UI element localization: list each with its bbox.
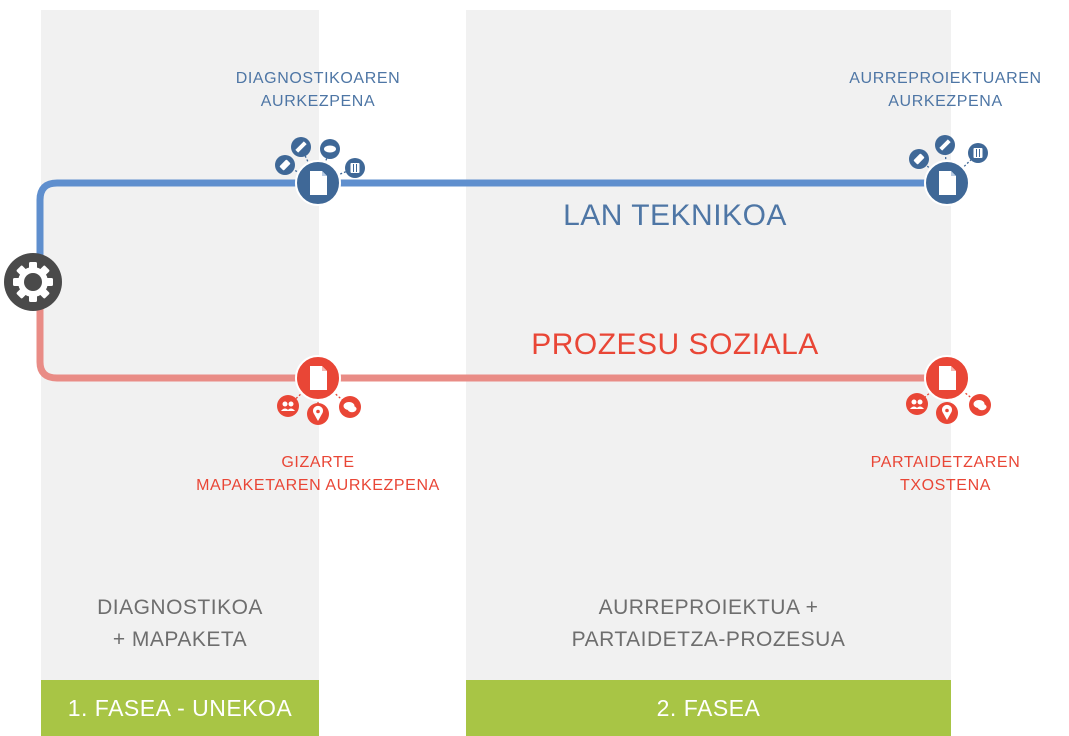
social-milestone-2-label: PARTAIDETZAREN TXOSTENA — [870, 454, 1021, 494]
people-icon — [906, 393, 928, 415]
eraser-icon — [275, 155, 295, 175]
tech-milestone-2-label: AURREPROIEKTUAREN AURKEZPENA — [849, 70, 1042, 110]
phase-1-footer: 1. FASEA - UNEKOA — [41, 680, 319, 736]
book-icon — [968, 143, 988, 163]
gear-icon — [4, 253, 62, 311]
document-icon — [924, 355, 970, 401]
chat-icon — [339, 396, 361, 418]
eraser-icon — [909, 149, 929, 169]
social-track-title: PROZESU SOZIALA — [531, 328, 819, 361]
social-track-line — [36, 278, 954, 382]
location-pin-icon — [936, 402, 958, 424]
technical-track-line — [36, 179, 954, 286]
handshake-icon — [320, 139, 340, 159]
document-icon — [295, 160, 341, 206]
phase-1-column — [41, 10, 319, 680]
phase-1-description: DIAGNOSTIKOA + MAPAKETA — [97, 596, 263, 651]
phase-2-column — [466, 10, 951, 680]
pencil-icon — [291, 137, 311, 157]
people-icon — [277, 395, 299, 417]
document-icon — [924, 160, 970, 206]
phase-2-footer: 2. FASEA — [466, 680, 951, 736]
tech-milestone-1-label: DIAGNOSTIKOAREN AURKEZPENA — [235, 70, 401, 110]
document-icon — [295, 355, 341, 401]
location-pin-icon — [307, 403, 329, 425]
chat-icon — [969, 394, 991, 416]
pencil-icon — [935, 135, 955, 155]
book-icon — [345, 158, 365, 178]
social-milestone-1-label: GIZARTE MAPAKETAREN AURKEZPENA — [196, 454, 440, 494]
technical-track-title: LAN TEKNIKOA — [563, 199, 787, 232]
phase-2-description: AURREPROIEKTUA + PARTAIDETZA-PROZESUA — [571, 596, 846, 651]
